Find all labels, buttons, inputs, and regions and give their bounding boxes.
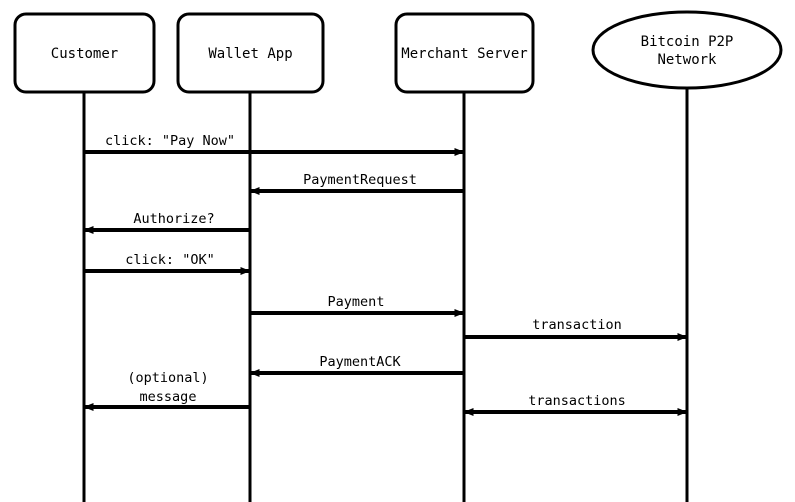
participant-shape-merchant xyxy=(394,12,535,94)
message-m1[interactable]: click: "Pay Now" xyxy=(84,133,465,156)
message-label-m2: PaymentRequest xyxy=(303,172,417,188)
message-label-m8-line2: message xyxy=(140,389,197,405)
participant-label-customer: Customer xyxy=(51,46,118,62)
participant-nodes-group: Customer Wallet App Merchant Server Bitcoin… xyxy=(13,10,783,94)
message-m2[interactable]: PaymentRequest xyxy=(249,172,464,195)
message-m5[interactable]: Payment xyxy=(250,294,465,317)
message-m3[interactable]: Authorize? xyxy=(83,211,250,234)
message-label-m4: click: "OK" xyxy=(125,252,214,268)
participant-merchant[interactable]: Merchant Server xyxy=(394,12,535,94)
participant-wallet[interactable]: Wallet App xyxy=(176,12,325,94)
message-label-m6: transaction xyxy=(532,317,621,333)
participant-shape-wallet xyxy=(176,12,325,94)
message-m8[interactable]: (optional) message xyxy=(83,370,250,411)
participant-customer[interactable]: Customer xyxy=(13,12,156,94)
messages-group: click: "Pay Now" PaymentRequestAuthorize?… xyxy=(83,133,688,416)
message-m6[interactable]: transaction xyxy=(464,317,688,341)
participant-label-merchant: Merchant Server xyxy=(401,46,527,62)
message-label-m1: click: "Pay Now" xyxy=(105,133,235,149)
message-label-m9: transactions xyxy=(528,393,626,409)
message-label-m7: PaymentACK xyxy=(319,354,401,370)
message-m7[interactable]: PaymentACK xyxy=(249,354,464,377)
message-label-m3: Authorize? xyxy=(133,211,214,227)
lifelines-group xyxy=(82,88,689,502)
message-label-m8-line1: (optional) xyxy=(127,370,208,386)
message-label-m5: Payment xyxy=(328,294,385,310)
participant-label-network-line1: Bitcoin P2P xyxy=(641,34,734,50)
message-m4[interactable]: click: "OK" xyxy=(84,252,251,275)
participant-label-network-line2: Network xyxy=(657,52,717,68)
participant-label-wallet: Wallet App xyxy=(208,46,292,62)
message-m9[interactable]: transactions xyxy=(463,393,688,416)
participant-shape-network xyxy=(591,10,783,90)
participant-network[interactable]: Bitcoin P2P Network xyxy=(591,10,783,90)
participant-shape-customer xyxy=(13,12,156,94)
